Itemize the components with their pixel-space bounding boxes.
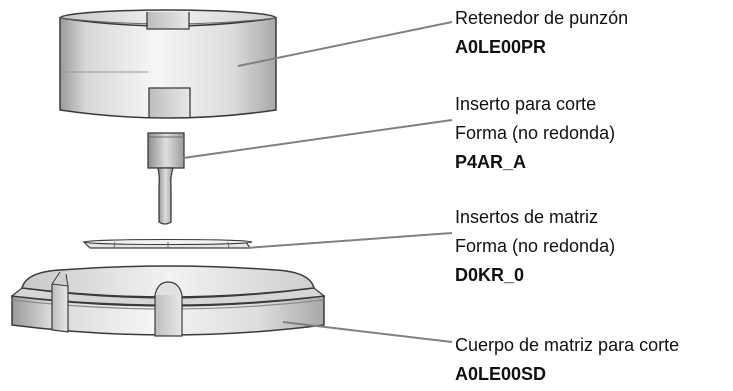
callout-line: Inserto para corte — [455, 94, 597, 114]
cutting-insert-punch — [147, 132, 185, 225]
leader-line-cutting-insert — [182, 119, 453, 159]
callout-line: Forma (no redonda) — [455, 123, 616, 143]
part-code: P4AR_A — [455, 152, 527, 172]
callout-die-body: Cuerpo de matriz para corte A0LE00SD — [455, 331, 679, 389]
part-code: A0LE00PR — [455, 37, 547, 57]
punch-retainer — [59, 9, 277, 119]
leader-line-die-body — [282, 321, 453, 343]
callout-die-inserts: Insertos de matriz Forma (no redonda) D0… — [455, 203, 615, 290]
part-code: A0LE00SD — [455, 364, 547, 384]
cutting-die-body — [10, 265, 326, 337]
die-inserts-plate — [82, 239, 253, 249]
leader-line-die-inserts — [245, 232, 453, 249]
callout-cutting-insert: Inserto para corte Forma (no redonda) P4… — [455, 90, 615, 177]
part-code: D0KR_0 — [455, 265, 525, 285]
callout-punch-retainer: Retenedor de punzón A0LE00PR — [455, 4, 628, 62]
callout-line: Cuerpo de matriz para corte — [455, 335, 680, 355]
callout-line: Retenedor de punzón — [455, 8, 629, 28]
callout-line: Insertos de matriz — [455, 207, 599, 227]
leader-line-punch-retainer — [237, 21, 453, 67]
callout-line: Forma (no redonda) — [455, 236, 616, 256]
